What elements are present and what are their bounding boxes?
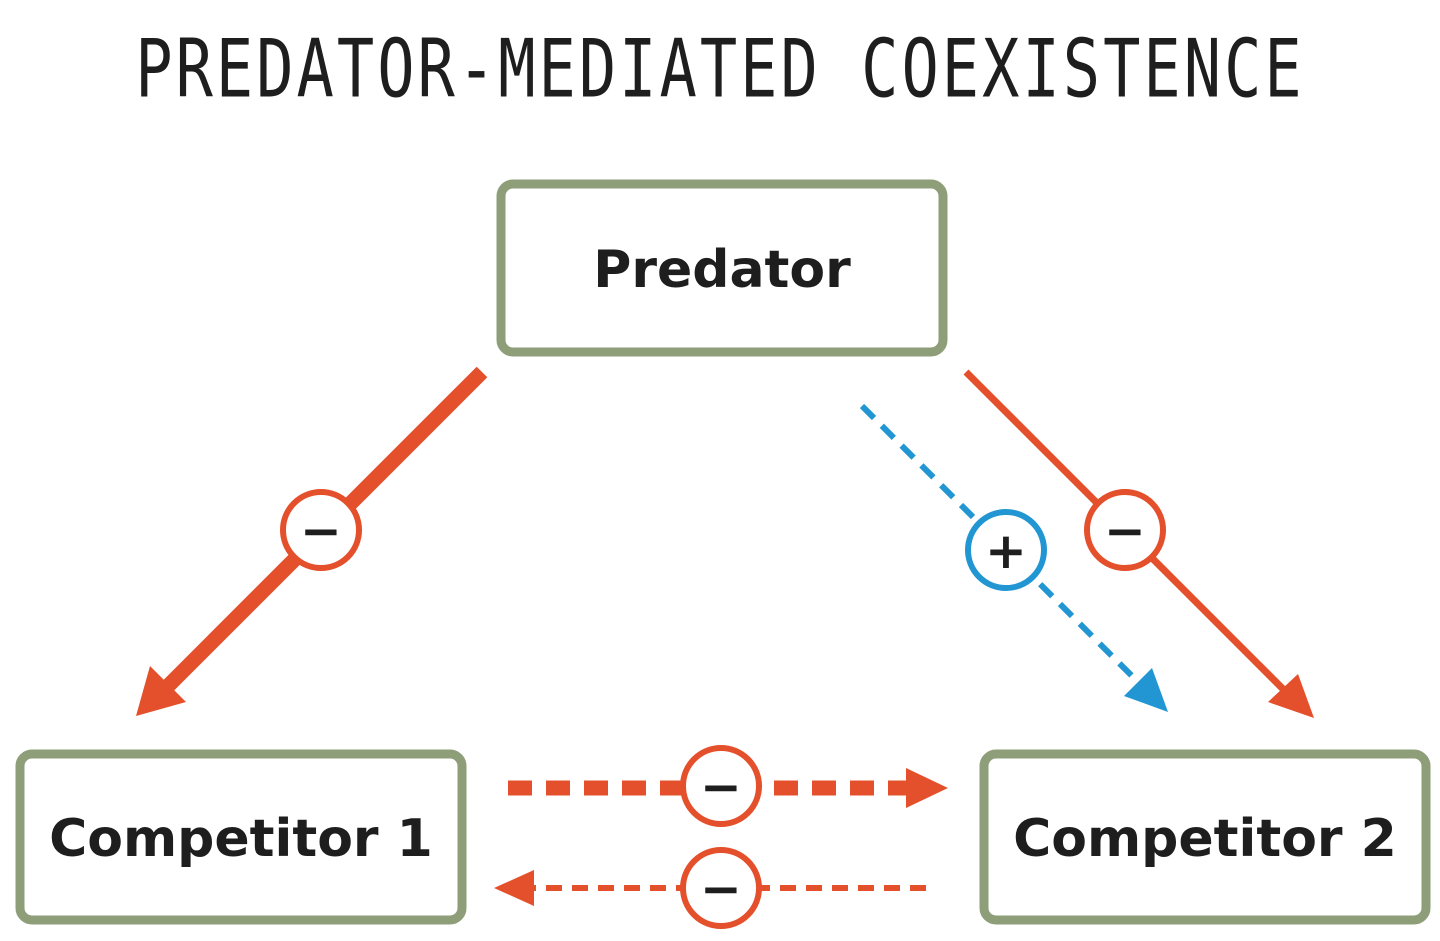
predator-indirect-to-competitor2-arrow: + (859, 403, 1168, 712)
predator-to-competitor2-arrowhead (1268, 674, 1314, 718)
predator-to-competitor2-arrow: − (963, 369, 1314, 718)
diagram-title: PREDATOR-MEDIATED COEXISTENCE (135, 20, 1305, 116)
predator-to-competitor1-arrow: − (136, 366, 488, 716)
competitor1-to-competitor2-arrowhead (906, 768, 948, 808)
competitor2-to-competitor1-arrowhead (494, 870, 534, 906)
competitor1-box (15, 749, 467, 925)
competitor2-to-competitor1-arrow: − (494, 847, 926, 929)
predator-to-competitor2-sign: − (1104, 502, 1146, 560)
predator-to-competitor1-sign: − (300, 502, 342, 560)
competitor1-to-competitor2-arrow: − (508, 745, 948, 827)
predator-to-competitor1-arrowhead (136, 666, 186, 716)
predator-to-competitor2-sign-circle (1084, 489, 1166, 571)
competitor1-to-competitor2-sign: − (700, 758, 742, 816)
predator-label: Predator (593, 240, 851, 300)
competitor2-to-competitor1-sign: − (700, 860, 742, 918)
predator-box (496, 179, 948, 357)
competitor2-node: Competitor 2 (979, 749, 1431, 925)
predator-to-competitor1-sign-circle (280, 489, 362, 571)
predator-indirect-to-competitor2-sign: + (985, 522, 1027, 580)
competitor2-to-competitor1-sign-circle (680, 847, 762, 929)
competitor2-box (979, 749, 1431, 925)
competitor1-node: Competitor 1 (15, 749, 467, 925)
competitor2-label: Competitor 2 (1013, 809, 1397, 869)
predator-indirect-to-competitor2-sign-circle (965, 509, 1047, 591)
predator-indirect-to-competitor2-arrowhead (1124, 668, 1168, 712)
competitor1-to-competitor2-sign-circle (680, 745, 762, 827)
predator-node: Predator (496, 179, 948, 357)
competitor1-label: Competitor 1 (49, 809, 433, 869)
